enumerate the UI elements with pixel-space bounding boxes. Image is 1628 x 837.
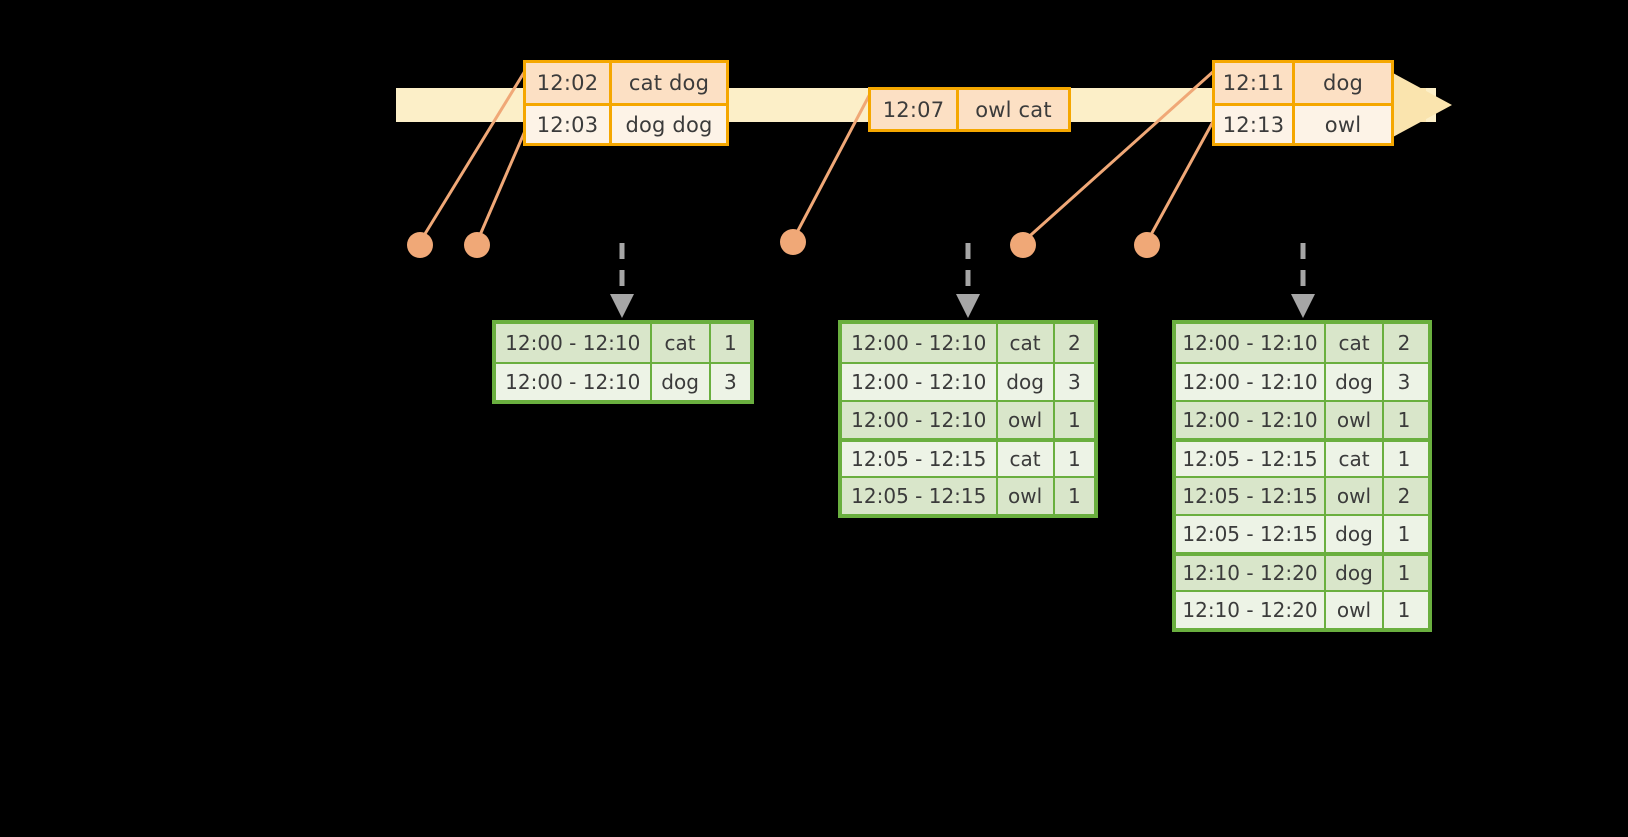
count-cell: 3 <box>1397 370 1411 394</box>
event-row: 12:07 owl cat <box>871 90 1068 129</box>
window-cell: 12:10 - 12:20 <box>1176 592 1326 628</box>
event-row: 12:13 owl <box>1215 103 1391 143</box>
key-cell: dog <box>1326 556 1384 590</box>
event-dot-3 <box>780 229 806 255</box>
event-dot-1 <box>407 232 433 258</box>
event-box-3: 12:11 dog 12:13 owl <box>1212 60 1394 146</box>
table-row: 12:00 - 12:10 cat 2 <box>842 324 1094 362</box>
dashed-arrow-1 <box>610 243 634 318</box>
dashed-arrow-3 <box>1291 243 1315 318</box>
key-cell: owl <box>1326 478 1384 514</box>
event-words: dog dog <box>625 112 713 137</box>
result-table-3: 12:00 - 12:10 cat 2 12:00 - 12:10 dog 3 … <box>1172 320 1432 632</box>
key-cell: dog <box>1326 364 1384 400</box>
key-cell: owl <box>1326 402 1384 438</box>
window-cell: 12:05 - 12:15 <box>842 478 998 514</box>
event-box-2: 12:07 owl cat <box>868 87 1071 132</box>
table-row: 12:05 - 12:15 owl 2 <box>1176 476 1428 514</box>
table-row: 12:10 - 12:20 owl 1 <box>1176 590 1428 628</box>
event-dot-5 <box>1134 232 1160 258</box>
window-cell: 12:00 - 12:10 <box>1176 364 1326 400</box>
count-cell: 1 <box>1067 484 1081 508</box>
table-row: 12:00 - 12:10 owl 1 <box>1176 400 1428 438</box>
event-row: 12:03 dog dog <box>526 103 726 143</box>
event-time: 12:02 <box>526 63 612 103</box>
event-row: 12:11 dog <box>1215 63 1391 103</box>
count-cell: 3 <box>723 370 737 394</box>
count-cell: 2 <box>1397 484 1411 508</box>
window-cell: 12:10 - 12:20 <box>1176 556 1326 590</box>
key-cell: cat <box>998 442 1055 476</box>
window-cell: 12:00 - 12:10 <box>496 364 652 400</box>
key-cell: owl <box>1326 592 1384 628</box>
count-cell: 1 <box>1397 408 1411 432</box>
table-row: 12:00 - 12:10 dog 3 <box>842 362 1094 400</box>
table-row: 12:05 - 12:15 owl 1 <box>842 476 1094 514</box>
table-row: 12:05 - 12:15 cat 1 <box>842 438 1094 476</box>
key-cell: cat <box>652 324 711 362</box>
dashed-arrow-2 <box>956 243 980 318</box>
window-cell: 12:00 - 12:10 <box>496 324 652 362</box>
count-cell: 1 <box>723 331 737 355</box>
window-cell: 12:00 - 12:10 <box>1176 402 1326 438</box>
count-cell: 1 <box>1067 408 1081 432</box>
event-time: 12:03 <box>526 106 612 143</box>
event-box-1: 12:02 cat dog 12:03 dog dog <box>523 60 729 146</box>
table-row: 12:00 - 12:10 cat 2 <box>1176 324 1428 362</box>
dashed-arrows <box>610 243 1315 318</box>
count-cell: 1 <box>1397 561 1411 585</box>
event-words: owl cat <box>975 97 1052 122</box>
event-words: owl <box>1324 112 1362 137</box>
table-row: 12:00 - 12:10 cat 1 <box>496 324 750 362</box>
count-cell: 2 <box>1067 331 1081 355</box>
event-time: 12:13 <box>1215 106 1295 143</box>
window-cell: 12:05 - 12:15 <box>1176 478 1326 514</box>
key-cell: cat <box>998 324 1055 362</box>
table-row: 12:00 - 12:10 dog 3 <box>1176 362 1428 400</box>
event-dots <box>407 229 1160 258</box>
count-cell: 2 <box>1397 331 1411 355</box>
key-cell: cat <box>1326 324 1384 362</box>
table-row: 12:05 - 12:15 dog 1 <box>1176 514 1428 552</box>
event-words: cat dog <box>628 71 710 95</box>
window-cell: 12:00 - 12:10 <box>842 402 998 438</box>
table-row: 12:10 - 12:20 dog 1 <box>1176 552 1428 590</box>
key-cell: cat <box>1326 442 1384 476</box>
event-dot-4 <box>1010 232 1036 258</box>
key-cell: dog <box>1326 516 1384 552</box>
window-cell: 12:05 - 12:15 <box>1176 442 1326 476</box>
count-cell: 1 <box>1397 598 1411 622</box>
table-row: 12:00 - 12:10 owl 1 <box>842 400 1094 438</box>
window-cell: 12:05 - 12:15 <box>1176 516 1326 552</box>
result-table-2: 12:00 - 12:10 cat 2 12:00 - 12:10 dog 3 … <box>838 320 1098 518</box>
key-cell: owl <box>998 478 1055 514</box>
event-time: 12:11 <box>1215 63 1295 103</box>
window-cell: 12:05 - 12:15 <box>842 442 998 476</box>
event-dot-2 <box>464 232 490 258</box>
event-row: 12:02 cat dog <box>526 63 726 103</box>
table-row: 12:00 - 12:10 dog 3 <box>496 362 750 400</box>
result-table-1: 12:00 - 12:10 cat 1 12:00 - 12:10 dog 3 <box>492 320 754 404</box>
window-cell: 12:00 - 12:10 <box>842 364 998 400</box>
event-words: dog <box>1322 71 1364 95</box>
table-row: 12:05 - 12:15 cat 1 <box>1176 438 1428 476</box>
window-cell: 12:00 - 12:10 <box>842 324 998 362</box>
window-cell: 12:00 - 12:10 <box>1176 324 1326 362</box>
key-cell: dog <box>998 364 1055 400</box>
event-time: 12:07 <box>871 90 959 129</box>
key-cell: owl <box>998 402 1055 438</box>
key-cell: dog <box>652 364 711 400</box>
count-cell: 1 <box>1397 522 1411 546</box>
count-cell: 3 <box>1067 370 1081 394</box>
count-cell: 1 <box>1397 447 1411 471</box>
count-cell: 1 <box>1067 447 1081 471</box>
